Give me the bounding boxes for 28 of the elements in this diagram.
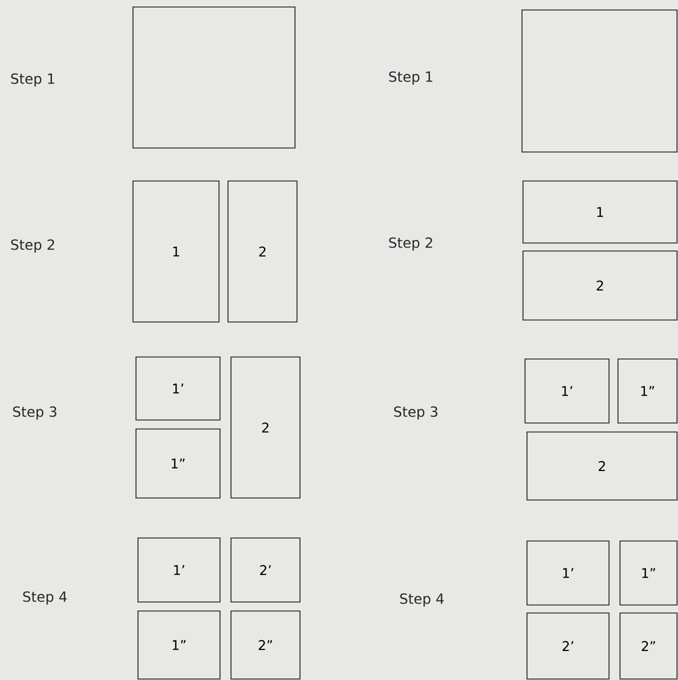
panel-box: 1’ bbox=[526, 540, 610, 606]
panel-box: 2 bbox=[227, 180, 298, 323]
panel-box: 2’ bbox=[526, 612, 610, 680]
panel-box: 2 bbox=[522, 250, 678, 321]
panel-box: 2” bbox=[230, 610, 301, 680]
panel-box: 2 bbox=[526, 431, 678, 501]
step-label: Step 2 bbox=[11, 239, 54, 253]
step-label: Step 1 bbox=[389, 71, 432, 85]
panel-box: 1” bbox=[135, 428, 221, 499]
empty-box bbox=[132, 6, 296, 149]
panel-box: 1” bbox=[137, 610, 221, 680]
panel-box: 1 bbox=[132, 180, 220, 323]
panel-box: 1’ bbox=[524, 358, 610, 424]
panel-box: 2 bbox=[230, 356, 301, 499]
step-label: Step 4 bbox=[23, 591, 67, 605]
step-label: Step 3 bbox=[13, 406, 56, 420]
panel-box: 1” bbox=[619, 540, 678, 606]
step-label: Step 1 bbox=[11, 73, 54, 87]
panel-box: 1’ bbox=[137, 537, 221, 603]
empty-box bbox=[521, 9, 678, 153]
step-label: Step 2 bbox=[389, 237, 432, 251]
panel-box: 1 bbox=[522, 180, 678, 244]
panel-box: 1” bbox=[617, 358, 678, 424]
step-label: Step 3 bbox=[394, 406, 438, 420]
panel-box: 2” bbox=[619, 612, 678, 680]
panel-box: 2’ bbox=[230, 537, 301, 603]
panel-box: 1’ bbox=[135, 356, 221, 421]
step-label: Step 4 bbox=[400, 593, 444, 607]
